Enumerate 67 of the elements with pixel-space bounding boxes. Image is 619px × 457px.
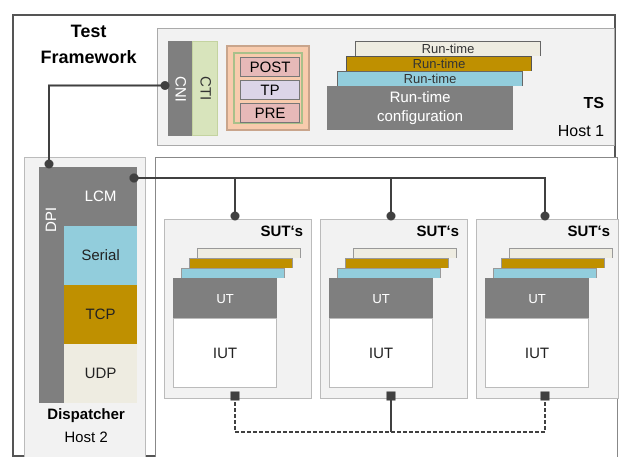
interface-label: CTI — [196, 76, 214, 101]
block-label: PRE — [254, 104, 286, 122]
config-card — [337, 71, 523, 86]
panel-title: TS — [584, 95, 604, 113]
interface-bar — [192, 41, 218, 136]
host-panel — [157, 28, 615, 146]
framework-panel — [12, 14, 616, 457]
phase-block — [240, 103, 300, 123]
sut-panel — [320, 219, 468, 399]
block-label: IUT — [524, 344, 550, 362]
block-label: IUT — [212, 344, 238, 362]
panel-title: SUT‘s — [567, 224, 610, 240]
dispatcher-panel — [24, 157, 146, 457]
panel-title: SUT‘s — [416, 224, 459, 240]
block-label: Serial — [81, 247, 120, 264]
block-label: UT — [528, 290, 546, 306]
block-label: Run-time — [412, 57, 466, 71]
implementation-block — [173, 318, 277, 388]
config-card — [327, 86, 513, 130]
card-layer — [509, 248, 613, 258]
block-label: Run-time configuration — [376, 89, 464, 127]
card-layer — [189, 258, 293, 268]
interface-bar — [168, 41, 192, 136]
block-label: LCM — [84, 188, 116, 205]
unit-tester-block — [173, 278, 277, 318]
host-label: Host 1 — [558, 123, 604, 141]
block-label: POST — [250, 58, 290, 76]
panel-title: Test Framework — [39, 20, 138, 70]
block-label: UDP — [84, 365, 116, 382]
block-label: Run-time — [404, 72, 456, 86]
block-label: IUT — [368, 344, 394, 362]
protocol-block — [64, 285, 137, 344]
interface-bar — [39, 167, 64, 403]
card-layer — [337, 268, 441, 278]
block-label: Run-time — [422, 42, 474, 56]
config-card — [355, 41, 541, 56]
test-case-box — [226, 45, 310, 131]
interface-label: CNI — [172, 76, 188, 102]
unit-tester-block — [485, 278, 589, 318]
panel-title: Dispatcher — [46, 407, 126, 424]
phase-block — [240, 57, 300, 77]
unit-tester-block — [329, 278, 433, 318]
interface-label: DPI — [43, 207, 60, 232]
block-label: UT — [372, 290, 390, 306]
host-label: Host 2 — [63, 430, 109, 446]
sut-panel — [476, 219, 619, 399]
block-label: TCP — [86, 306, 116, 323]
connector-line — [130, 174, 550, 220]
sut-area — [155, 157, 618, 457]
card-layer — [493, 268, 597, 278]
protocol-block — [64, 344, 137, 403]
phase-block — [240, 80, 300, 100]
card-layer — [353, 248, 457, 258]
protocol-block — [64, 226, 137, 285]
panel-title: SUT‘s — [260, 224, 303, 240]
implementation-block — [485, 318, 589, 388]
card-layer — [197, 248, 301, 258]
protocol-block — [64, 167, 137, 226]
card-layer — [345, 258, 449, 268]
card-layer — [181, 268, 285, 278]
implementation-block — [329, 318, 433, 388]
connector-line — [44, 81, 170, 168]
block-label: UT — [216, 290, 234, 306]
block-label: TP — [260, 82, 280, 98]
sut-panel — [164, 219, 312, 399]
card-layer — [501, 258, 605, 268]
config-card — [346, 56, 532, 71]
